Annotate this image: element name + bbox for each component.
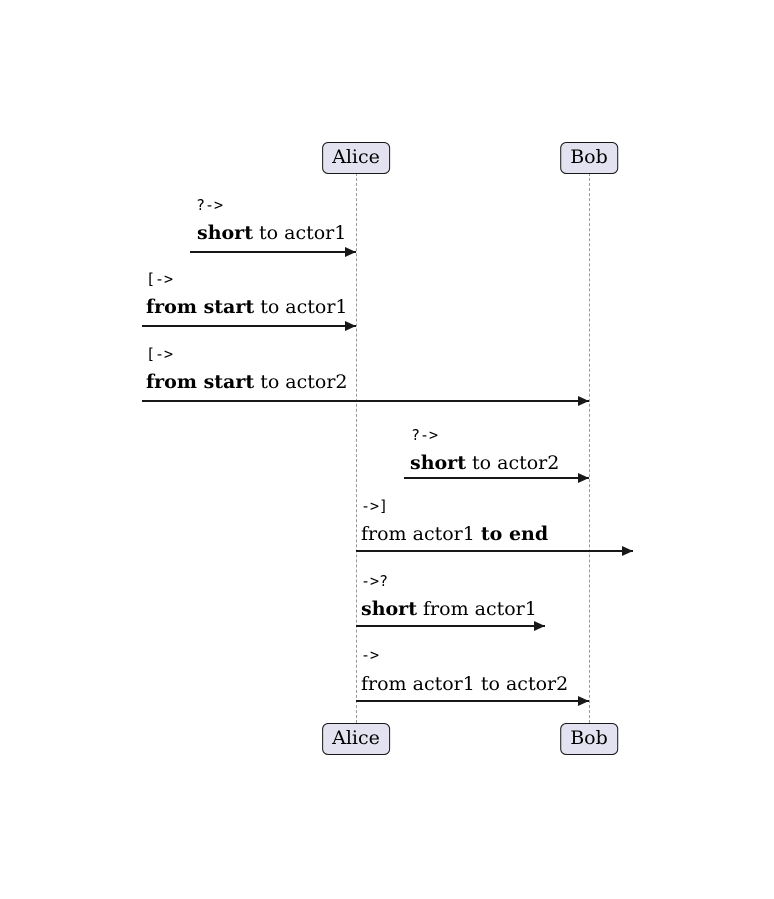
actor-name: Alice [332, 146, 380, 168]
message-label: short from actor1 [361, 598, 537, 620]
message-label: from actor1 to actor2 [361, 673, 569, 695]
message-syntax: [-> [146, 270, 174, 288]
message-arrow [356, 696, 589, 706]
message-arrow [356, 546, 633, 556]
arrowhead-icon [578, 696, 589, 706]
message-arrow [356, 621, 545, 631]
arrowhead-icon [534, 621, 545, 631]
lifeline-bob [589, 173, 590, 723]
message-syntax: ->] [361, 497, 389, 515]
message-label: short to actor1 [197, 222, 347, 244]
message-syntax: ->? [361, 572, 389, 590]
actor-box-bob-bottom: Bob [560, 723, 618, 755]
message-arrow [190, 247, 356, 257]
actor-box-bob-top: Bob [560, 142, 618, 174]
message-label: from start to actor1 [146, 296, 348, 318]
arrowhead-icon [578, 473, 589, 483]
message-arrow [142, 396, 589, 406]
actor-box-alice-top: Alice [322, 142, 390, 174]
actor-name: Bob [570, 146, 608, 168]
lifeline-alice [356, 173, 357, 723]
message-label: from start to actor2 [146, 371, 348, 393]
arrowhead-icon [622, 546, 633, 556]
message-syntax: ?-> [411, 426, 439, 444]
actor-name: Bob [570, 727, 608, 749]
message-arrow [404, 473, 589, 483]
arrowhead-icon [345, 247, 356, 257]
message-label: short to actor2 [410, 452, 560, 474]
arrowhead-icon [345, 321, 356, 331]
message-label: from actor1 to end [361, 523, 549, 545]
message-arrow [142, 321, 356, 331]
message-syntax: -> [361, 646, 380, 664]
message-syntax: ?-> [196, 196, 224, 214]
actor-name: Alice [332, 727, 380, 749]
message-syntax: [-> [146, 345, 174, 363]
arrowhead-icon [578, 396, 589, 406]
actor-box-alice-bottom: Alice [322, 723, 390, 755]
